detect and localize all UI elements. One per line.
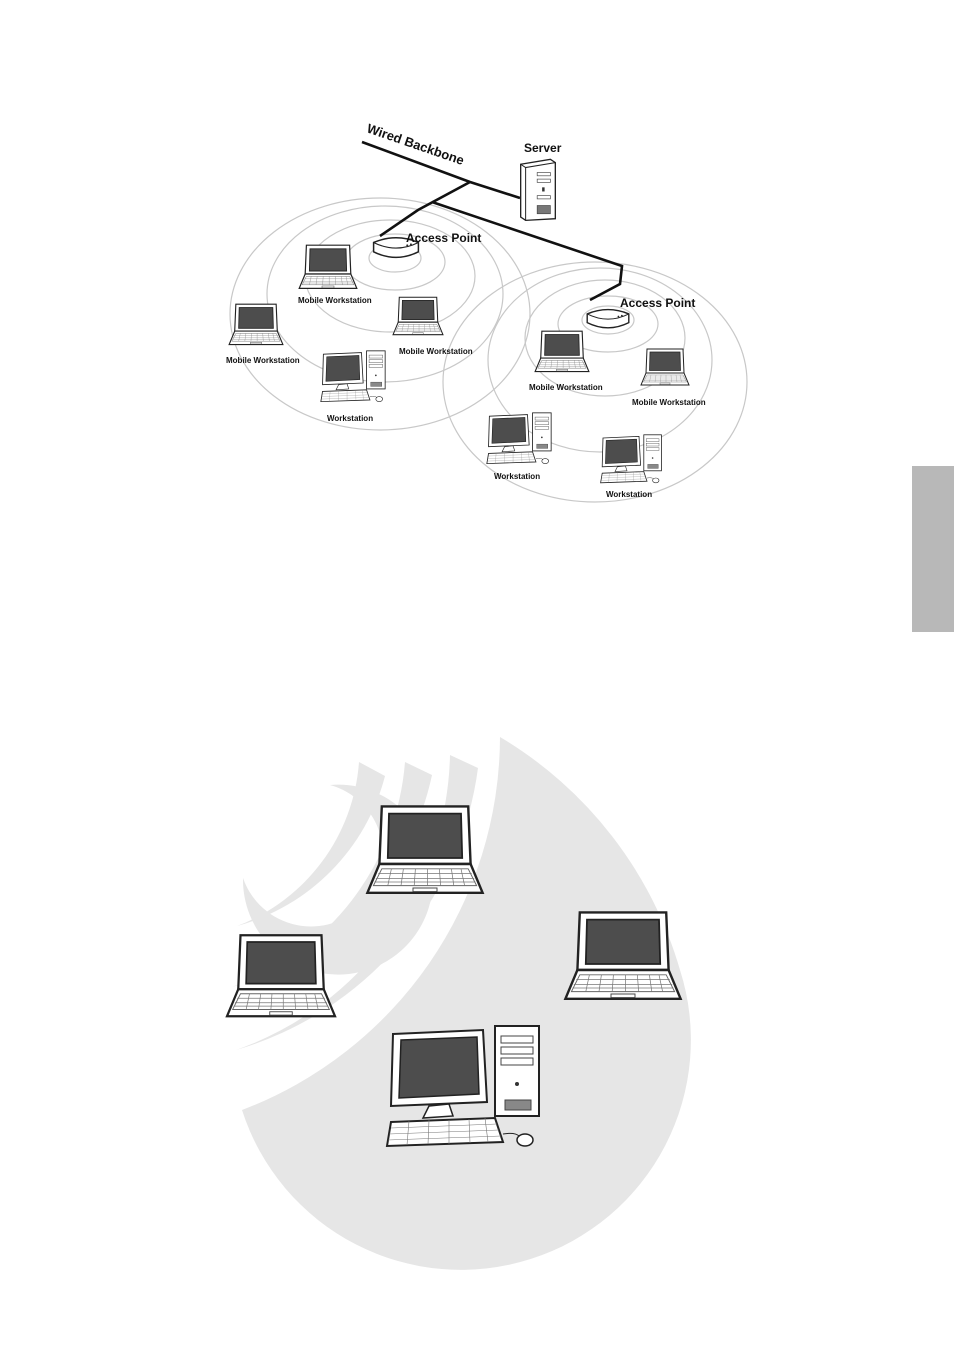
laptop-icon — [227, 935, 335, 1016]
laptop-icon — [535, 331, 589, 371]
mobile-workstation-label: Mobile Workstation — [399, 347, 473, 356]
desktop-icon — [601, 435, 662, 483]
access-point-label-1: Access Point — [406, 231, 481, 245]
workstation-label: Workstation — [494, 472, 540, 481]
mobile-workstation-label: Mobile Workstation — [298, 296, 372, 305]
laptop-icon — [229, 304, 283, 344]
desktop-icon — [321, 351, 385, 402]
access-point-label-2: Access Point — [620, 296, 695, 310]
laptop-icon — [367, 806, 482, 892]
laptop-icon — [393, 297, 443, 334]
workstation-label: Workstation — [606, 490, 652, 499]
server-label: Server — [524, 141, 562, 155]
desktop-icon — [487, 413, 551, 464]
mobile-workstation-label: Mobile Workstation — [632, 398, 706, 407]
workstation-label: Workstation — [327, 414, 373, 423]
laptop-icon — [299, 245, 357, 288]
mobile-workstation-label: Mobile Workstation — [529, 383, 603, 392]
laptop-icon — [565, 912, 680, 998]
infrastructure-diagram: Wired Backbone Server Access Point Acces… — [226, 121, 747, 502]
access-point-icon — [587, 310, 629, 328]
adhoc-diagram — [227, 737, 691, 1270]
mobile-workstation-label: Mobile Workstation — [226, 356, 300, 365]
wired-backbone — [362, 142, 622, 300]
laptop-icon — [641, 349, 689, 385]
server-icon — [521, 159, 556, 220]
